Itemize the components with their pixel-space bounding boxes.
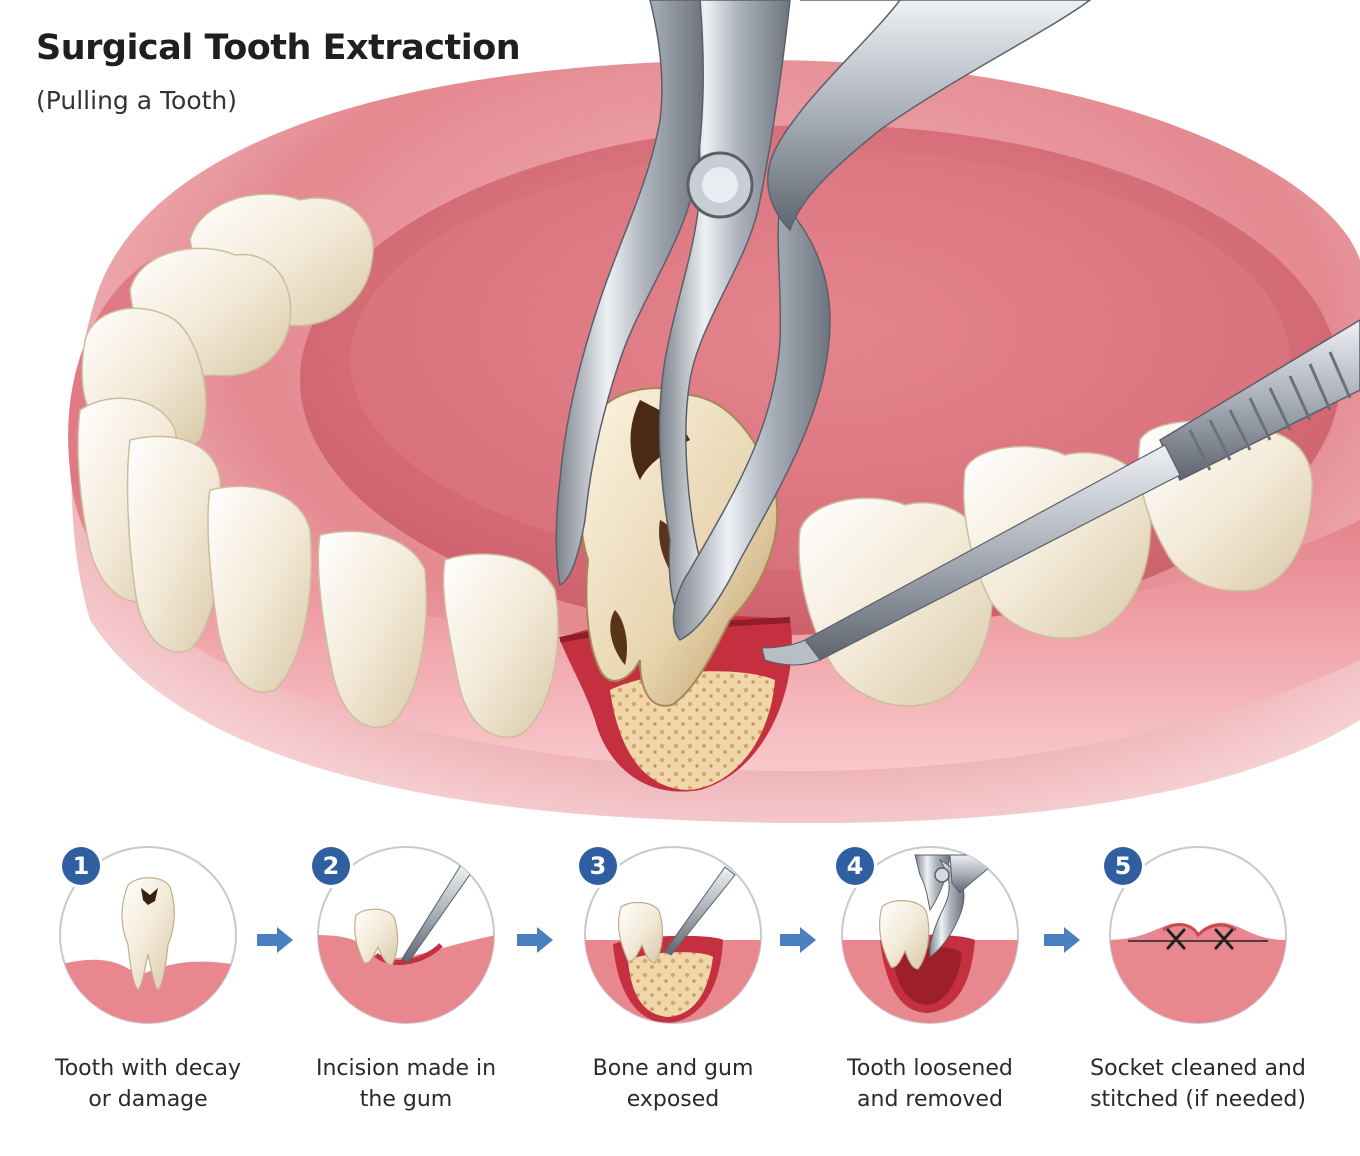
step-2: 2 Incision made in the gum	[276, 845, 536, 1145]
main-illustration	[68, 0, 1360, 824]
step-5-badge: 5	[1104, 847, 1142, 885]
step-3-caption-line1: Bone and gum	[592, 1056, 754, 1081]
step-4-badge: 4	[836, 847, 874, 885]
step-5-caption: Socket cleaned and stitched (if needed)	[1068, 1053, 1328, 1115]
arrow-right-icon	[1044, 927, 1080, 953]
step-1: 1 Tooth with decay or damage	[18, 845, 278, 1145]
step-1-illustration	[59, 846, 237, 1024]
arrow-right-icon	[257, 927, 293, 953]
arrow-right-icon	[780, 927, 816, 953]
page-title: Surgical Tooth Extraction	[36, 28, 521, 68]
step-1-caption-line2: or damage	[88, 1087, 208, 1112]
step-2-illustration	[317, 846, 495, 1024]
step-2-caption: Incision made in the gum	[276, 1053, 536, 1115]
step-4-illustration	[841, 846, 1019, 1024]
step-1-caption-line1: Tooth with decay	[55, 1056, 241, 1081]
forceps-icon	[555, 0, 1092, 641]
step-2-caption-line2: the gum	[359, 1087, 453, 1112]
step-3: 3 Bone and gum exposed	[543, 845, 803, 1145]
step-5: 5 Socket cleaned and stitched (if needed…	[1068, 845, 1328, 1145]
step-3-illustration	[584, 846, 762, 1024]
front-teeth	[77, 397, 559, 738]
step-1-caption: Tooth with decay or damage	[18, 1053, 278, 1115]
step-2-badge: 2	[312, 847, 350, 885]
dental-elevator-icon	[761, 319, 1360, 666]
step-2-caption-line1: Incision made in	[315, 1056, 497, 1081]
step-1-badge: 1	[62, 847, 100, 885]
step-4-caption-line1: Tooth loosened	[847, 1056, 1013, 1081]
step-5-illustration	[1109, 846, 1287, 1024]
step-5-caption-line2: stitched (if needed)	[1090, 1087, 1306, 1112]
step-4-caption-line2: and removed	[857, 1087, 1003, 1112]
arrow-right-icon	[517, 927, 553, 953]
step-4-caption: Tooth loosened and removed	[800, 1053, 1060, 1115]
page-subtitle: (Pulling a Tooth)	[36, 86, 238, 115]
step-3-caption-line2: exposed	[626, 1087, 720, 1112]
step-3-caption: Bone and gum exposed	[543, 1053, 803, 1115]
step-5-caption-line1: Socket cleaned and	[1090, 1056, 1306, 1081]
step-3-badge: 3	[579, 847, 617, 885]
step-4: 4 Tooth loosened and removed	[800, 845, 1060, 1145]
